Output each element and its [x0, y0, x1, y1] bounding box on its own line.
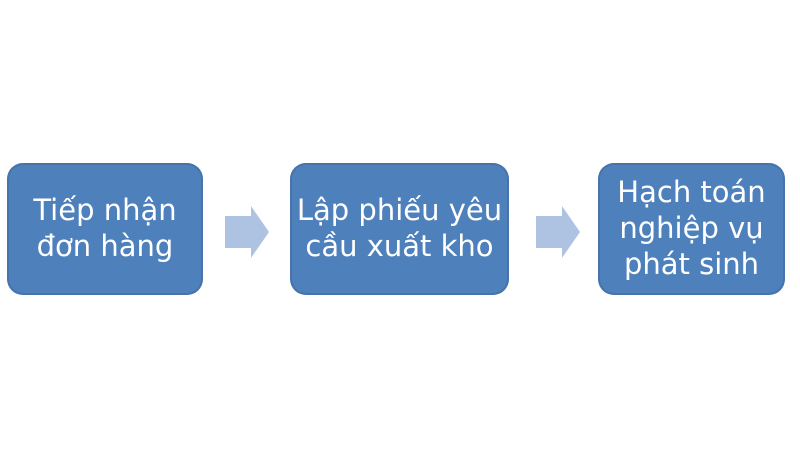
step-label-line: cầu xuất kho [305, 229, 494, 263]
right-arrow-icon [225, 206, 269, 258]
right-arrow-shape [536, 206, 580, 258]
flow-step-account-transactions: Hạch toán nghiệp vụ phát sinh [598, 163, 785, 295]
step-label-line: đơn hàng [36, 229, 174, 263]
step-label-line: nghiệp vụ [619, 211, 764, 246]
step-label-line: Lập phiếu yêu [296, 193, 503, 228]
step-label-line: phát sinh [623, 246, 760, 281]
step-label-line: Tiếp nhận [33, 193, 177, 228]
right-arrow-shape [225, 206, 269, 258]
flow-step-create-release-slip: Lập phiếu yêu cầu xuất kho [290, 163, 509, 295]
step-label-line: Hạch toán [617, 175, 766, 210]
flow-step-receive-order: Tiếp nhận đơn hàng [7, 163, 203, 295]
right-arrow-icon [536, 206, 580, 258]
